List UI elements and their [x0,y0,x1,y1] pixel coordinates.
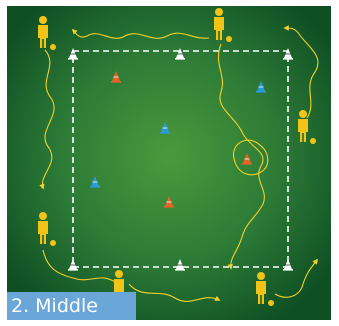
ball-icon [50,44,56,50]
pitch-svg [7,6,331,320]
ball-icon [226,36,232,42]
ball-icon [50,240,56,246]
ball-icon [268,300,274,306]
diagram-caption: 2. Middle [7,292,136,320]
pitch-background [7,6,331,320]
ball-icon [310,138,316,144]
drill-diagram: 2. Middle [7,6,331,320]
